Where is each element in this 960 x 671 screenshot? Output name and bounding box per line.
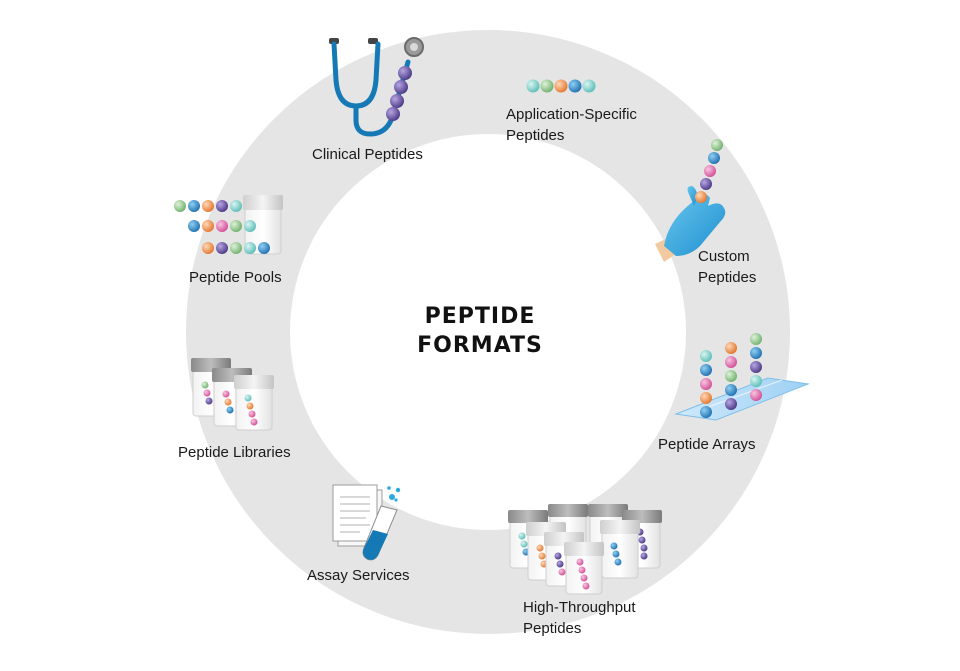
custom-peptides-label-line1: Custom bbox=[698, 248, 750, 265]
high-throughput-label-line2: Peptides bbox=[523, 620, 582, 637]
custom-peptides-label-line2: Peptides bbox=[698, 269, 757, 286]
peptide-pool-icon bbox=[174, 195, 283, 255]
gloved-hand-icon bbox=[655, 139, 726, 262]
bead-chain-icon bbox=[526, 79, 596, 93]
high-throughput-label-line1: High-Throughput bbox=[523, 599, 636, 616]
format-ring bbox=[186, 30, 790, 634]
vials-icon bbox=[191, 358, 274, 431]
peptide-arrays-label: Peptide Arrays bbox=[658, 436, 756, 453]
center-title-line2: FORMATS bbox=[417, 333, 543, 358]
vial-cluster-icon bbox=[508, 504, 662, 595]
clinical-peptides-label: Clinical Peptides bbox=[312, 146, 423, 163]
application-specific-label: Application-Specific Peptides bbox=[506, 104, 637, 146]
application-specific-label-line2: Peptides bbox=[506, 127, 565, 144]
peptide-libraries-label: Peptide Libraries bbox=[178, 444, 291, 461]
center-title: PEPTIDE FORMATS bbox=[380, 302, 580, 360]
center-title-line1: PEPTIDE bbox=[424, 304, 536, 329]
application-specific-label-line1: Application-Specific bbox=[506, 106, 637, 123]
document-test-tube-icon bbox=[332, 484, 401, 561]
stethoscope-icon bbox=[329, 37, 424, 137]
peptide-pools-label: Peptide Pools bbox=[189, 269, 282, 286]
high-throughput-label: High-Throughput Peptides bbox=[523, 597, 636, 639]
custom-peptides-label: Custom Peptides bbox=[698, 246, 756, 288]
assay-services-label: Assay Services bbox=[307, 567, 410, 584]
array-slide-icon bbox=[674, 333, 810, 421]
